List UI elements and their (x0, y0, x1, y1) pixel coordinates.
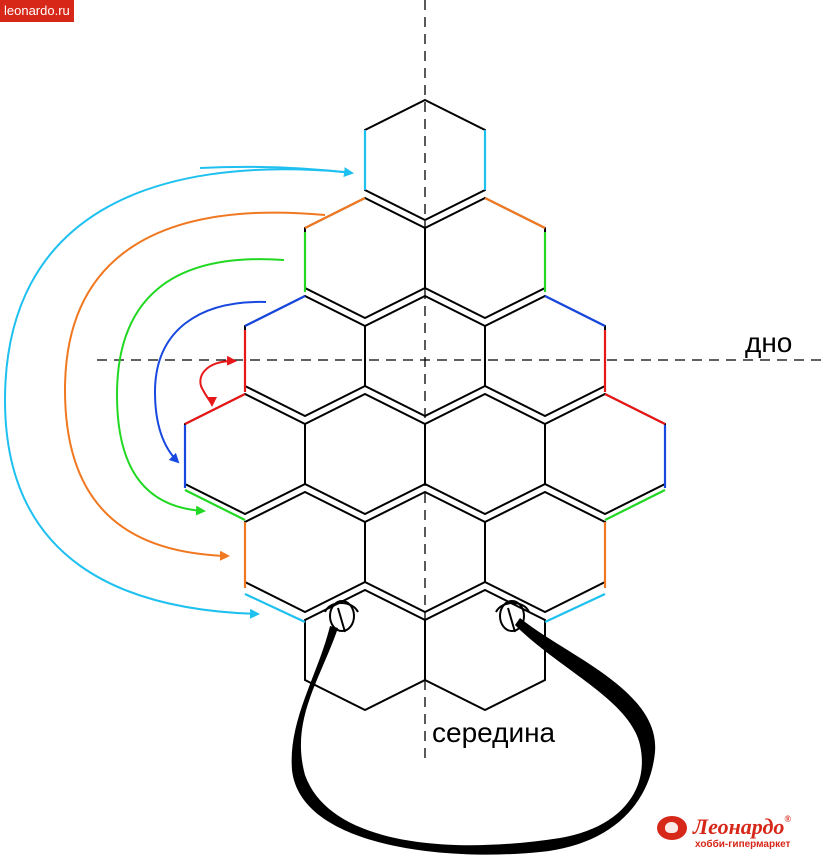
site-watermark: leonardo.ru (0, 0, 74, 22)
hexagon-r2-c0 (244, 294, 366, 418)
strap-ring-right (499, 600, 525, 632)
hexagon-r3-c2 (424, 392, 546, 516)
palette-icon (657, 816, 687, 840)
colored-edge-pairs (183, 130, 667, 623)
hexagon-r2-c2 (484, 294, 606, 418)
hexagon-r4-c2 (484, 490, 606, 614)
matching-arrows (3, 165, 354, 619)
arrow-green (115, 258, 285, 516)
arrow-orange (63, 211, 326, 561)
logo-name: Леонардо (693, 814, 785, 839)
hexagon-r4-c0 (244, 490, 366, 614)
arrow-cyan (3, 168, 346, 619)
edge-blue-13 (544, 295, 606, 327)
strap-loop-left (324, 602, 359, 633)
hexagon-r3-c1 (304, 392, 426, 516)
edge-red-19 (604, 393, 666, 425)
hexagon-r1-c1 (424, 196, 546, 320)
bottom-label: дно (745, 327, 792, 358)
edge-orange-5 (484, 197, 546, 229)
edge-blue-12 (244, 295, 306, 327)
edge-cyan-3 (544, 593, 606, 623)
hexagon-r1-c0 (304, 196, 426, 320)
strap-ring-left (329, 600, 355, 632)
strap-loop-right (495, 602, 530, 633)
strap (291, 600, 656, 855)
edge-green-10 (184, 489, 246, 521)
edge-green-11 (604, 489, 666, 521)
edge-orange-4 (304, 197, 366, 229)
hexagon-r5-c1 (424, 588, 546, 712)
arrow-cyan-tail (199, 165, 354, 178)
hexagon-r3-c0 (184, 392, 306, 516)
edge-red-18 (184, 393, 246, 425)
edge-cyan-2 (244, 593, 306, 623)
arrow-blue (153, 300, 267, 464)
logo-tagline: хобби-гипермаркет (695, 839, 791, 850)
arrow-red (199, 355, 237, 407)
brand-logo: Леонардо® хобби-гипермаркет (657, 814, 817, 850)
strap-band (291, 618, 656, 855)
hexagon-r3-c3 (544, 392, 666, 516)
middle-label: середина (432, 717, 556, 748)
